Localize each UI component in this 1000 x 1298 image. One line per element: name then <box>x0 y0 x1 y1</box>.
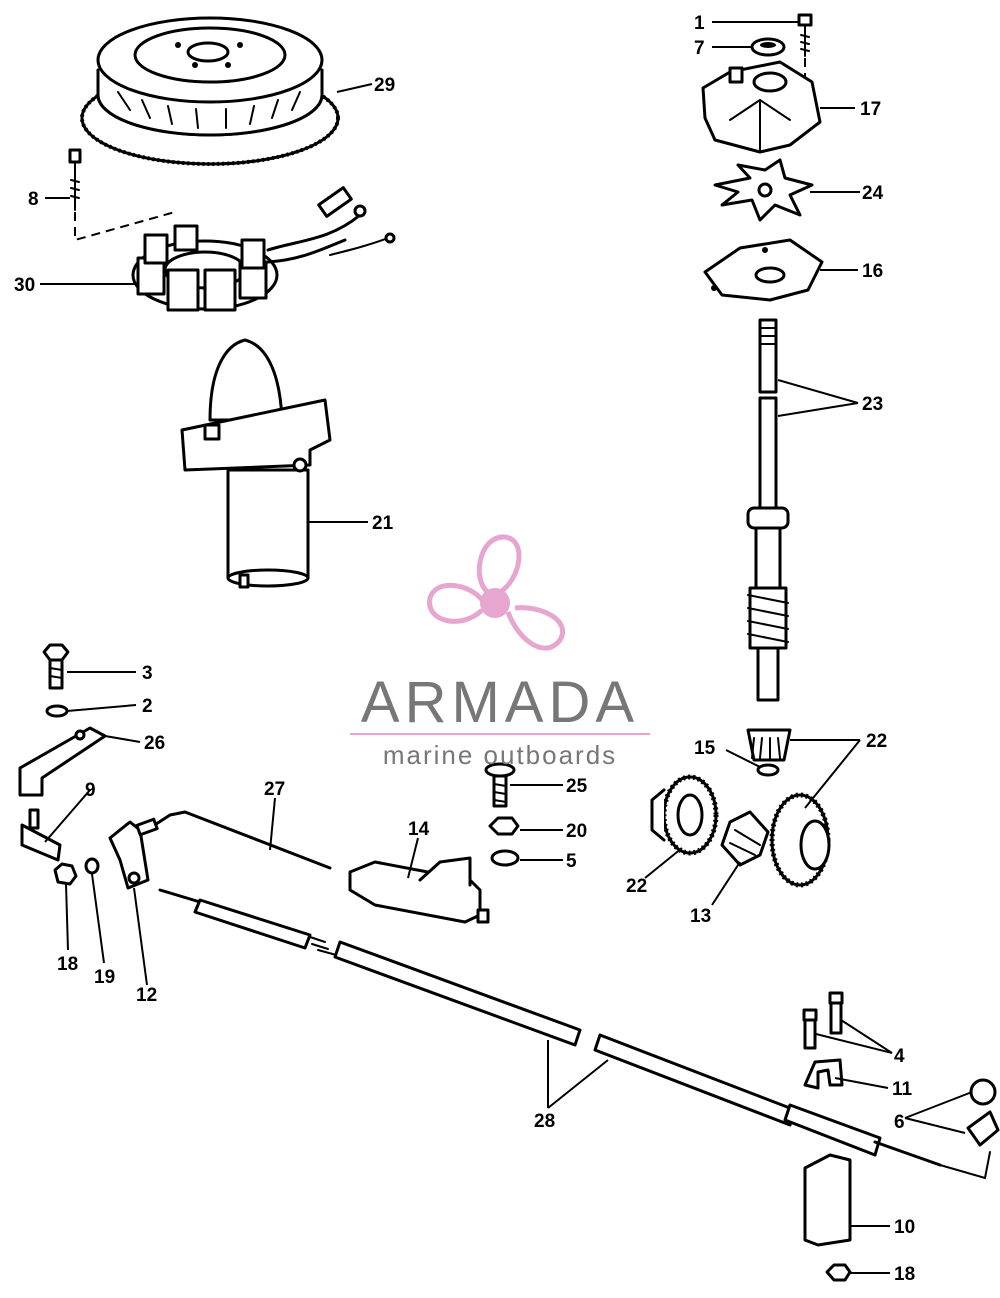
propeller-icon <box>427 534 565 651</box>
driveshaft-part <box>746 318 790 702</box>
callout-29: 29 <box>374 75 395 96</box>
bolt-part <box>42 643 70 690</box>
shift-rod-part <box>135 810 332 870</box>
callout-6: 6 <box>894 1112 905 1133</box>
cable-clamp-part <box>803 1058 844 1090</box>
clamp-part <box>108 820 150 890</box>
callout-14: 14 <box>408 819 430 840</box>
callout-9: 9 <box>85 780 96 801</box>
callout-18-left: 18 <box>57 954 78 975</box>
water-pump-housing-part <box>701 60 822 154</box>
callout-18-right: 18 <box>894 1264 915 1285</box>
screw-part <box>484 762 516 808</box>
callout-19: 19 <box>94 967 115 988</box>
washer-part <box>490 849 520 867</box>
screw-part <box>68 148 82 211</box>
nut-part <box>825 1263 852 1282</box>
nut-part <box>488 816 520 836</box>
callout-12: 12 <box>136 985 157 1006</box>
clutch-dog-part <box>720 810 770 867</box>
callout-13: 13 <box>690 906 711 927</box>
callout-22-top: 22 <box>866 731 887 752</box>
screw-part <box>828 991 844 1035</box>
pinion-gear-part <box>746 728 792 762</box>
washer-part <box>84 857 100 875</box>
callout-11: 11 <box>892 1079 913 1100</box>
washer-part <box>45 704 69 718</box>
impeller-part <box>713 158 814 222</box>
callout-5: 5 <box>566 851 577 872</box>
callout-2: 2 <box>142 696 153 717</box>
propeller-hub <box>480 588 510 618</box>
callout-4: 4 <box>894 1046 905 1067</box>
callout-3: 3 <box>142 663 153 684</box>
flywheel-part <box>80 16 340 166</box>
bracket-part <box>803 1153 852 1247</box>
callout-10: 10 <box>894 1217 915 1238</box>
callout-25: 25 <box>566 776 588 797</box>
callout-15: 15 <box>694 738 716 759</box>
callout-28: 28 <box>534 1111 555 1132</box>
callout-20: 20 <box>566 821 587 842</box>
screw-part <box>797 13 813 57</box>
callout-23: 23 <box>862 394 883 415</box>
reverse-gear-part <box>769 792 831 888</box>
brand-name: ARMADA <box>361 670 639 735</box>
connector-part <box>966 1078 1000 1147</box>
forward-gear-part <box>650 774 719 856</box>
callout-8: 8 <box>28 189 39 210</box>
callout-16: 16 <box>862 261 883 282</box>
callout-1: 1 <box>694 13 705 34</box>
nut-part <box>53 862 78 886</box>
shift-lever-part <box>18 726 107 797</box>
callout-26: 26 <box>144 733 165 754</box>
leader-lines <box>40 21 973 1274</box>
shift-block-part <box>348 856 490 924</box>
callout-21: 21 <box>372 513 394 534</box>
stator-part <box>131 186 396 312</box>
plate-part <box>703 238 824 302</box>
callout-22-bottom: 22 <box>626 876 647 897</box>
callout-17: 17 <box>860 99 881 120</box>
screw-part <box>802 1008 818 1050</box>
starter-motor-part <box>180 338 332 589</box>
rod-end-part <box>20 808 62 862</box>
shift-cable-part <box>158 888 991 1180</box>
seal-part <box>750 37 786 57</box>
callout-30: 30 <box>14 275 35 296</box>
armada-logo: ARMADA marine outboards <box>350 534 650 770</box>
callout-7: 7 <box>694 38 705 59</box>
callout-labels: 1 7 17 24 16 23 29 8 30 21 3 2 26 9 27 1… <box>14 13 915 1285</box>
brand-tagline: marine outboards <box>383 740 617 770</box>
washer-part <box>756 763 780 777</box>
callout-27: 27 <box>264 779 285 800</box>
callout-24: 24 <box>862 183 884 204</box>
